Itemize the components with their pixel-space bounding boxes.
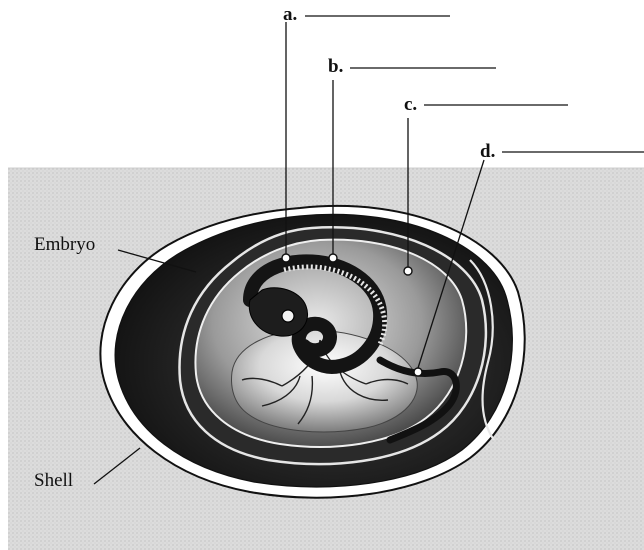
label-a: a. <box>283 4 297 25</box>
label-b: b. <box>328 56 343 77</box>
embryo-eye <box>282 310 294 322</box>
label-shell: Shell <box>34 470 73 491</box>
pointer-dot-b <box>329 254 337 262</box>
answer-lines <box>305 16 644 152</box>
pointer-dot-a <box>282 254 290 262</box>
egg <box>100 206 524 498</box>
pointer-dot-d <box>414 368 422 376</box>
label-embryo: Embryo <box>34 234 95 255</box>
pointer-dot-c <box>404 267 412 275</box>
label-c: c. <box>404 94 417 115</box>
label-d: d. <box>480 141 495 162</box>
